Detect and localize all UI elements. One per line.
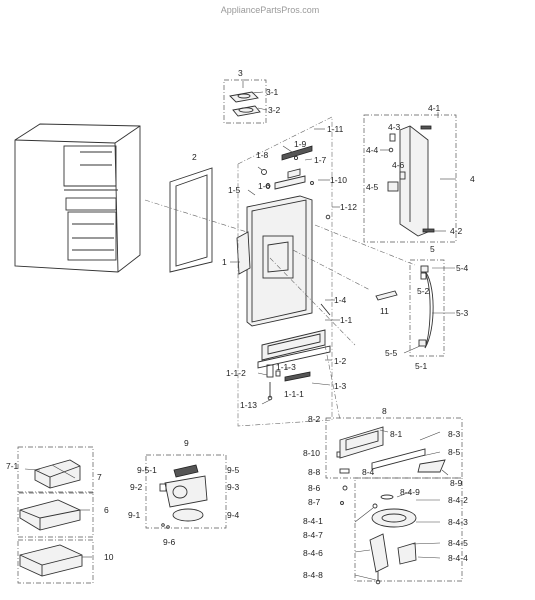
dispenser-panel bbox=[257, 303, 331, 401]
leader-lines bbox=[24, 79, 456, 581]
label-3-2: 3-2 bbox=[268, 105, 281, 115]
label-8-9: 8-9 bbox=[450, 478, 463, 488]
door-handle bbox=[409, 259, 445, 357]
label-5-5: 5-5 bbox=[385, 348, 398, 358]
label-1-8: 1-8 bbox=[256, 150, 269, 160]
label-9-1: 9-1 bbox=[128, 510, 141, 520]
label-9-5-1: 9-5-1 bbox=[137, 465, 157, 475]
label-5-3: 5-3 bbox=[456, 308, 469, 318]
label-5-4: 5-4 bbox=[456, 263, 469, 273]
label-8-10: 8-10 bbox=[303, 448, 320, 458]
label-1-4: 1-4 bbox=[334, 295, 347, 305]
label-8-3: 8-3 bbox=[448, 429, 461, 439]
label-8-4-9: 8-4-9 bbox=[400, 487, 420, 497]
door-hinge-rail bbox=[363, 114, 457, 243]
label-1-9: 1-9 bbox=[294, 139, 307, 149]
label-1-5: 1-5 bbox=[228, 185, 241, 195]
label-8-6: 8-6 bbox=[308, 483, 321, 493]
label-8-4-5: 8-4-5 bbox=[448, 538, 468, 548]
label-5-2: 5-2 bbox=[417, 286, 430, 296]
guide-lines bbox=[144, 116, 416, 427]
label-8-8: 8-8 bbox=[308, 467, 321, 477]
label-4-1: 4-1 bbox=[428, 103, 441, 113]
label-4-4: 4-4 bbox=[366, 145, 379, 155]
label-6: 6 bbox=[104, 505, 109, 515]
label-9-4: 9-4 bbox=[227, 510, 240, 520]
label-4-3: 4-3 bbox=[388, 122, 401, 132]
label-4-2: 4-2 bbox=[450, 226, 463, 236]
label-1-10: 1-10 bbox=[330, 175, 347, 185]
label-8-5: 8-5 bbox=[448, 447, 461, 457]
label-1-1-3: 1-1-3 bbox=[276, 362, 296, 372]
label-8-4: 8-4 bbox=[362, 467, 375, 477]
label-9-2: 9-2 bbox=[130, 482, 143, 492]
door-assembly bbox=[236, 195, 313, 327]
drawer-7 bbox=[17, 446, 94, 494]
label-8: 8 bbox=[382, 406, 387, 416]
label-1-1-1: 1-1-1 bbox=[284, 389, 304, 399]
ice-maker bbox=[145, 454, 227, 529]
label-9-3: 9-3 bbox=[227, 482, 240, 492]
label-8-1: 8-1 bbox=[390, 429, 403, 439]
label-7-1: 7-1 bbox=[6, 461, 19, 471]
label-4-5: 4-5 bbox=[366, 182, 379, 192]
label-7: 7 bbox=[97, 472, 102, 482]
door-top-parts bbox=[261, 145, 331, 220]
label-1-13: 1-13 bbox=[240, 400, 257, 410]
label-9-6: 9-6 bbox=[163, 537, 176, 547]
label-10: 10 bbox=[104, 552, 114, 562]
label-9-5: 9-5 bbox=[227, 465, 240, 475]
label-1-1-2: 1-1-2 bbox=[226, 368, 246, 378]
label-1-1: 1-1 bbox=[340, 315, 353, 325]
label-8-4-1: 8-4-1 bbox=[303, 516, 323, 526]
door-gasket bbox=[169, 167, 213, 273]
label-1: 1 bbox=[222, 257, 227, 267]
label-8-4-2: 8-4-2 bbox=[448, 495, 468, 505]
label-8-4-6: 8-4-6 bbox=[303, 548, 323, 558]
label-11: 11 bbox=[380, 306, 389, 316]
label-9: 9 bbox=[184, 438, 189, 448]
label-8-2: 8-2 bbox=[308, 414, 321, 424]
label-5: 5 bbox=[430, 244, 435, 254]
label-1-2: 1-2 bbox=[334, 356, 347, 366]
label-8-4-4: 8-4-4 bbox=[448, 553, 468, 563]
label-4-6: 4-6 bbox=[392, 160, 405, 170]
watermark: AppliancePartsPros.com bbox=[221, 5, 320, 15]
label-8-4-3: 8-4-3 bbox=[448, 517, 468, 527]
label-4: 4 bbox=[470, 174, 475, 184]
label-1-3: 1-3 bbox=[334, 381, 347, 391]
dispenser-assembly bbox=[325, 417, 463, 585]
label-3-1: 3-1 bbox=[266, 87, 279, 97]
label-1-12: 1-12 bbox=[340, 202, 357, 212]
label-8-4-8: 8-4-8 bbox=[303, 570, 323, 580]
ice-bin-cover bbox=[223, 79, 267, 124]
drawer-6 bbox=[17, 491, 94, 538]
label-2: 2 bbox=[192, 152, 197, 162]
label-5-1: 5-1 bbox=[415, 361, 428, 371]
label-8-4-7: 8-4-7 bbox=[303, 530, 323, 540]
part-11 bbox=[375, 290, 398, 301]
drawer-10 bbox=[17, 539, 94, 584]
label-8-7: 8-7 bbox=[308, 497, 321, 507]
part-labels: 3 3-1 3-2 4-1 4-3 4-4 4-6 4 4-5 4-2 5 5-… bbox=[6, 68, 475, 580]
label-3: 3 bbox=[238, 68, 243, 78]
label-1-11: 1-11 bbox=[327, 124, 344, 134]
label-1-7: 1-7 bbox=[314, 155, 327, 165]
label-1-6: 1-6 bbox=[258, 181, 271, 191]
refrigerator-cabinet bbox=[14, 123, 141, 273]
